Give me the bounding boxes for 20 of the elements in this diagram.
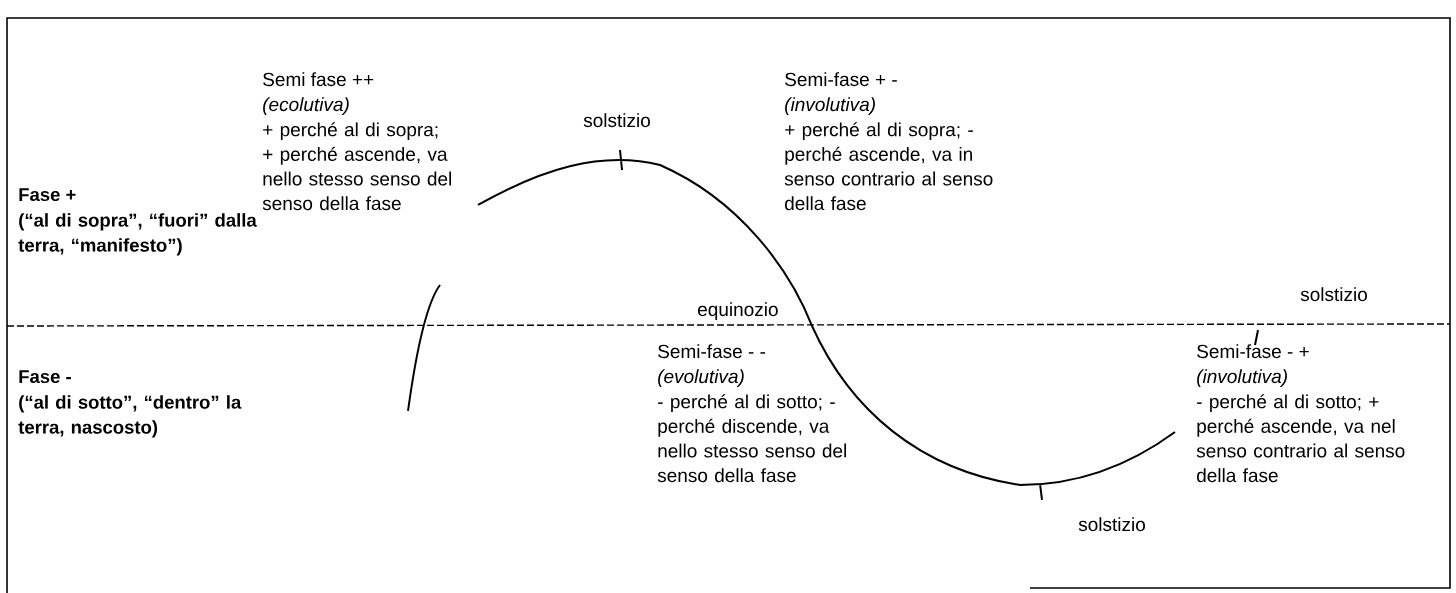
phase-description: (“al di sopra”, “fuori” dalla terra, “manifesto”) [18, 213, 257, 256]
phase-heading: Semi-fase + - [785, 72, 897, 87]
phase-heading: Semi-fase - + [1197, 344, 1309, 359]
phase-subtitle: (evolutiva) [658, 369, 744, 387]
phase-subtitle: (involutiva) [785, 97, 875, 115]
phase-heading: Fase + [19, 188, 76, 202]
point-label: solstizio [1300, 287, 1367, 302]
phase-description: - perché al di sotto; + perché ascende, va nel senso contrario al senso della fase [1196, 394, 1405, 483]
phase-description: (“al di sotto”, “dentro” la terra, nascosto) [18, 395, 242, 438]
point-label: solstizio [583, 113, 650, 128]
phase-description: + perché al di sopra; + perché ascende, va nello stesso senso del senso della fase [262, 122, 451, 211]
phase-subtitle: (involutiva) [1197, 369, 1287, 387]
phase-heading: Semi fase ++ [263, 72, 374, 87]
phase-description: - perché al di sotto; - perché discende, va nello stesso senso del senso della fase [657, 394, 846, 483]
phase-heading: Fase - [19, 370, 71, 384]
point-label: equinozio [698, 302, 778, 320]
phase-description: + perché al di sopra; - perché ascende, va in senso contrario al senso della fase [784, 122, 993, 211]
point-label: solstizio [1078, 517, 1145, 532]
phase-subtitle: (ecolutiva) [263, 97, 349, 115]
phase-heading: Semi-fase - - [658, 344, 766, 359]
